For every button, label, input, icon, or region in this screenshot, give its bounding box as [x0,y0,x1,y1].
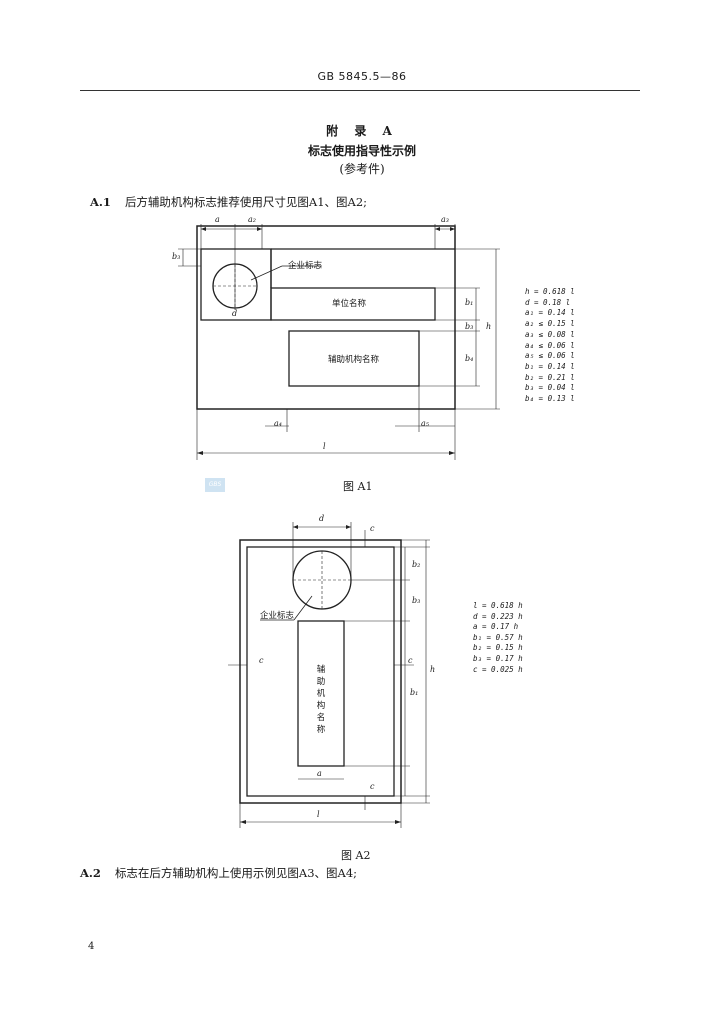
a2-dim-b2: b₂ [412,560,421,569]
section-a2: A.2 标志在后方辅助机构上使用示例见图A3、图A4; [80,865,357,881]
a2-aux-char: 名 [316,713,326,723]
a1-logo-label: 企业标志 [288,261,323,271]
a2-dim-c-right: c [408,656,413,665]
a1-dim-a: a [215,215,220,224]
section-a1-number: A.1 [90,195,111,209]
a1-formula: b₄ = 0.13 l [525,394,575,404]
a1-dim-b4: b₄ [465,354,474,363]
section-a2-text: 标志在后方辅助机构上使用示例见图A3、图A4; [114,866,358,880]
a1-aux-frame [288,330,420,387]
a1-dim-b1: b₁ [465,298,474,307]
appendix-note: (参考件) [339,162,385,176]
appendix-subtitle: 标志使用指导性示例 [307,144,416,158]
a2-dim-h: h [430,665,436,674]
a2-dim-c-bottom: c [370,782,375,791]
a2-logo-label: 企业标志 [260,611,295,621]
a1-dim-a4: a₄ [274,419,282,428]
a2-formula: a = 0.17 h [473,622,519,632]
section-a2-number: A.2 [80,866,101,880]
a2-formula: c = 0.025 h [473,664,523,674]
appendix-title: 附 录 A [326,124,398,138]
a2-dim-l: l [317,810,320,819]
a1-formula: h = 0.618 l [525,287,575,296]
a2-aux-char: 称 [316,725,326,735]
a1-unit-label: 单位名称 [332,299,367,309]
a2-aux-char: 助 [316,677,326,687]
a2-aux-label-vertical: 辅 助 机 构 名 称 [315,664,327,736]
figure-a2 [228,522,430,828]
a1-formula: a₁ = 0.14 l [525,308,575,318]
header-rule [80,90,640,91]
a2-dim-c-top: c [370,524,375,533]
a2-formula: b₁ = 0.57 h [473,632,523,642]
a1-formula-list: h = 0.618 l d = 0.18 l a₁ = 0.14 l a₂ ≤ … [525,287,575,405]
a2-dim-b1: b₁ [410,688,419,697]
a2-dim-c-left: c [259,656,264,665]
a1-formula: a₂ ≤ 0.15 l [525,319,575,329]
document-code: GB 5845.5—86 [317,70,407,83]
a2-dim-a: a [317,769,322,778]
figure-a2-caption: 图 A2 [341,849,371,862]
a1-formula: b₂ = 0.21 l [525,372,575,382]
section-a1: A.1 后方辅助机构标志推荐使用尺寸见图A1、图A2; [90,194,367,210]
a2-aux-char: 辅 [316,665,326,675]
a2-formula: d = 0.223 h [473,611,523,621]
a1-formula: a₅ ≤ 0.06 l [525,351,575,361]
a2-formula-list: l = 0.618 h d = 0.223 h a = 0.17 h b₁ = … [473,601,523,675]
a1-dim-b3: b₃ [465,322,474,331]
a2-logo-circle [292,550,352,610]
a2-inner-border [246,546,395,797]
a1-dim-h: h [486,322,492,331]
a1-formula: a₄ ≤ 0.06 l [525,340,575,350]
a1-aux-label: 辅助机构名称 [328,355,380,365]
a2-outer-plate [239,539,402,804]
figure-a1 [178,224,500,460]
page-number: 4 [88,941,95,952]
a1-dim-a3: a₃ [441,215,449,224]
a1-unit-frame [270,287,436,321]
a1-formula: d = 0.18 l [525,297,571,307]
a2-formula: b₃ = 0.17 h [473,653,523,663]
a2-aux-frame [297,620,345,767]
a2-aux-char: 构 [316,701,326,711]
a2-formula: l = 0.618 h [473,601,523,610]
a1-dim-b: b₃ [172,252,181,261]
a2-formula: b₂ = 0.15 h [473,643,523,653]
section-a1-text: 后方辅助机构标志推荐使用尺寸见图A1、图A2; [124,195,368,209]
figure-a1-caption: 图 A1 [343,480,373,493]
a2-aux-char: 机 [316,689,326,699]
a2-dim-d: d [319,514,325,523]
a1-formula: b₃ = 0.04 l [525,383,575,393]
a1-dim-a5: a₅ [421,419,429,428]
a1-dim-l: l [323,442,326,451]
a1-formula: a₃ ≤ 0.08 l [525,329,575,339]
a1-outer-plate [196,225,456,410]
a1-dim-d: d [232,309,238,318]
a2-dim-b3: b₃ [412,596,421,605]
watermark-stamp: GBS [205,478,225,492]
a1-dim-a2: a₂ [248,215,256,224]
a1-formula: b₁ = 0.14 l [525,361,575,371]
